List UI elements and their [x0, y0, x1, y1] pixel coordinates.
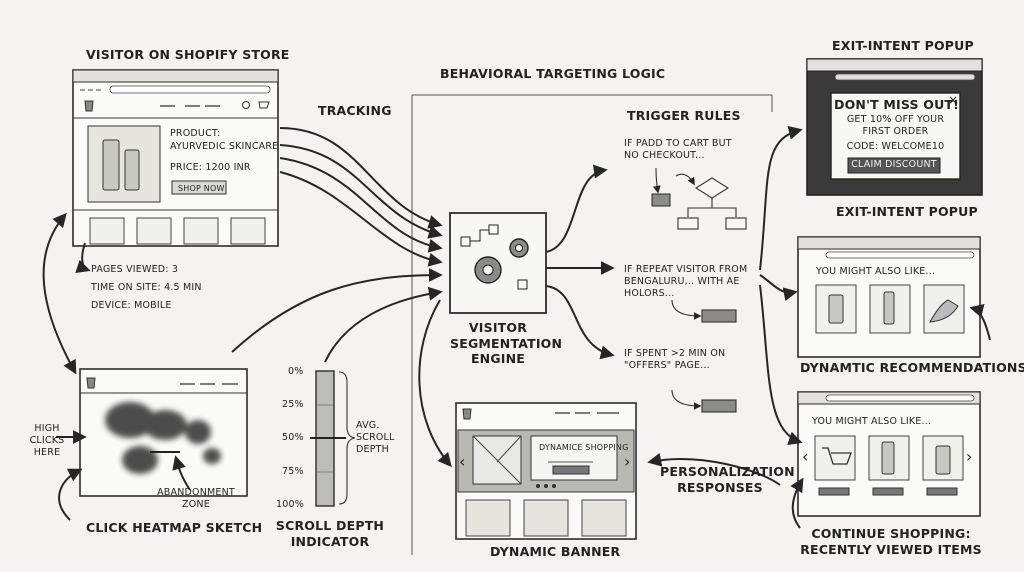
continue-browser-window: [797, 391, 981, 517]
abandonment-zone-label: ABANDONMENT ZONE: [157, 487, 235, 510]
store-browser-window: [72, 69, 279, 247]
stat-pages-viewed: PAGES VIEWED: 3: [91, 264, 179, 275]
product-name: AYURVEDIC SKINCARE: [170, 141, 279, 152]
popup-offer: GET 10% OFF YOUR FIRST ORDER: [846, 114, 945, 137]
engine-label: VISITOR SEGMENTATION ENGINE: [450, 320, 563, 367]
continue-prev-arrow[interactable]: ‹: [802, 447, 809, 466]
scroll-tick-0: 0%: [288, 366, 304, 377]
trigger-rule-repeat-visitor: IF REPEAT VISITOR FROM BENGALURU,.. WITH…: [624, 264, 748, 299]
popup-caption: EXIT-INTENT POPUP: [836, 204, 978, 219]
scroll-depth-bar: [310, 370, 356, 507]
scroll-caption: SCROLL DEPTH INDICATOR: [275, 518, 385, 549]
continue-heading: YOU MIGHT ALSO LIKE...: [812, 416, 932, 427]
trigger-rule-cart: IF PADD TO CART BUT NO CHECKOUT...: [624, 138, 732, 161]
tracking-label: TRACKING: [318, 103, 392, 118]
avg-scroll-depth-label: AVG. SCROLL DEPTH: [356, 420, 395, 455]
heatmap-browser-window: [79, 368, 248, 497]
high-clicks-label: HIGH CLICKS HERE: [29, 423, 65, 458]
trigger-rule-offers: IF SPENT >2 MIN ON "OFFERS" PAGE...: [624, 348, 726, 371]
popup-top-label: EXIT-INTENT POPUP: [832, 38, 974, 53]
popup-title: DON'T MISS OUT!: [834, 97, 960, 112]
heatmap-caption: CLICK HEATMAP SKETCH: [86, 520, 263, 535]
logic-frame: [411, 94, 773, 555]
trigger-heading: TRIGGER RULES: [627, 108, 741, 123]
popup-code: CODE: WELCOME10: [846, 141, 945, 152]
scroll-tick-25: 25%: [282, 399, 304, 410]
recommend-heading: YOU MIGHT ALSO LIKE...: [816, 266, 936, 277]
banner-caption: DYNAMIC BANNER: [490, 544, 621, 559]
stat-device: DEVICE: MOBILE: [91, 300, 172, 311]
scroll-tick-100: 100%: [276, 499, 304, 510]
banner-prev-arrow[interactable]: ‹: [459, 452, 466, 471]
scroll-tick-75: 75%: [282, 466, 304, 477]
product-label: PRODUCT:: [170, 128, 221, 139]
popup-browser-window: [806, 58, 983, 196]
recommend-browser-window: [797, 236, 981, 358]
scroll-tick-50: 50%: [282, 432, 304, 443]
recommend-caption: DYNAMTIC RECOMMENDATIONS: [800, 360, 1024, 375]
continue-caption: CONTINUE SHOPPING: RECENTLY VIEWED ITEMS: [800, 526, 982, 557]
popup-close-icon[interactable]: ×: [948, 93, 959, 107]
product-price: PRICE: 1200 INR: [170, 162, 251, 173]
banner-title: DYNAMICE SHOPPING: [539, 443, 629, 452]
continue-next-arrow[interactable]: ›: [966, 447, 973, 466]
personalization-label: PERSONALIZATION RESPONSES: [660, 464, 795, 495]
claim-discount-button[interactable]: CLAIM DISCOUNT: [851, 159, 937, 170]
shop-now-button[interactable]: SHOP NOW: [178, 184, 225, 193]
flow-arrows: [42, 125, 991, 529]
banner-next-arrow[interactable]: ›: [624, 452, 631, 471]
rule-flowchart: [651, 167, 747, 413]
visitor-heading: VISITOR ON SHOPIFY STORE: [86, 47, 290, 62]
stat-time-on-site: TIME ON SITE: 4.5 MIN: [91, 282, 202, 293]
banner-browser-window: [455, 402, 637, 540]
logic-heading: BEHAVIORAL TARGETING LOGIC: [440, 66, 666, 81]
engine-box: [449, 212, 547, 314]
